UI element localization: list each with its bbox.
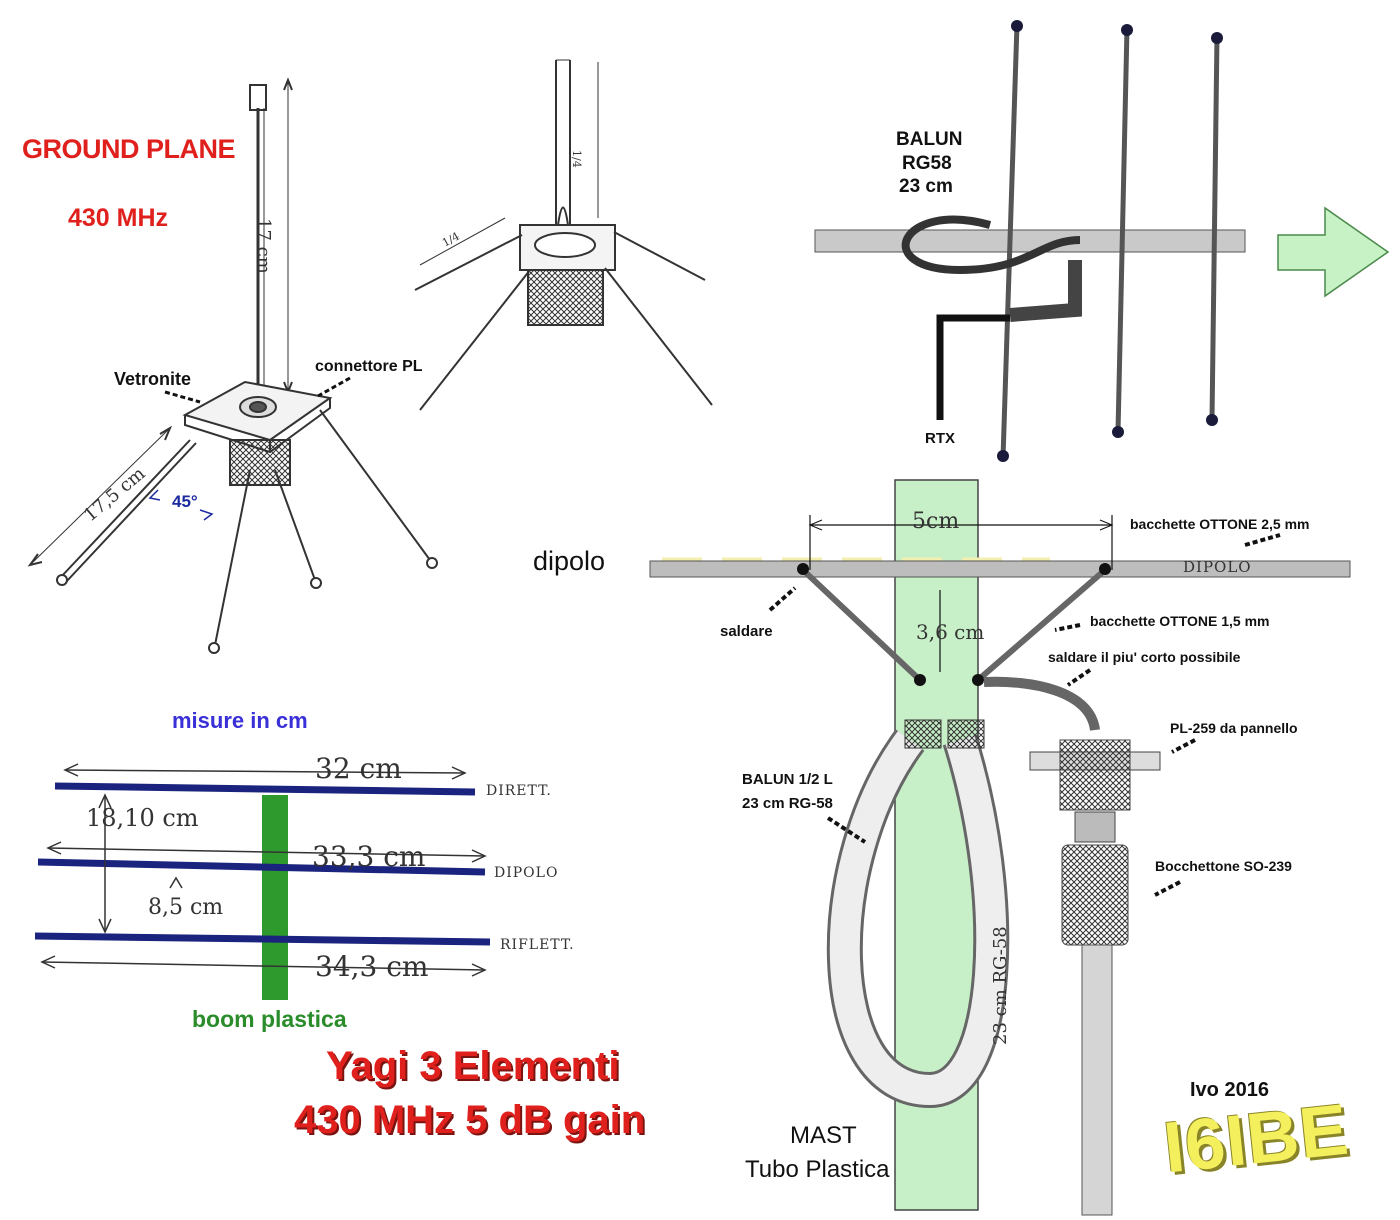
balun-half-wave-label: BALUN 1/2 L: [742, 771, 833, 788]
yagi-measure-drawing: [34, 763, 491, 1000]
so239-body: [527, 269, 604, 326]
author-label: Ivo 2016: [1190, 1079, 1269, 1101]
brass-rod-15-label: bacchette OTTONE 1,5 mm: [1090, 613, 1270, 629]
balun-label-line2: RG58: [902, 153, 952, 174]
balun-label-line1: BALUN: [896, 129, 963, 150]
radial-4: [319, 409, 431, 561]
feed-wire: [983, 676, 1100, 732]
vetronite-pointer: [164, 390, 201, 404]
yagi-photo-sketch: [814, 20, 1390, 462]
director-bar: [54, 782, 476, 796]
radial-1: [59, 439, 191, 579]
yagi-title-line2: 430 MHz 5 dB gain: [294, 1098, 646, 1142]
brass-rod-25-label: bacchette OTTONE 2,5 mm: [1130, 516, 1310, 532]
dipolo-rod-label: DIPOLO: [1183, 558, 1252, 576]
ground-plane-sketch: [27, 77, 438, 654]
driven-element: [1115, 27, 1130, 433]
ground-plane-frequency: 430 MHz: [68, 204, 169, 232]
gp2-radial-1: [414, 234, 523, 291]
solder-short-label: saldare il piu' corto possibile: [1048, 649, 1241, 665]
radial-3: [274, 469, 316, 581]
feed-rod-right: [976, 567, 1107, 683]
coax-down: [1081, 944, 1113, 1216]
gp2-radial-3: [419, 269, 531, 411]
radiator-length-label: 17 cm: [253, 218, 274, 274]
balun-label-line3: 23 cm: [899, 176, 953, 197]
feed-height-dimension: 3,6 cm: [916, 620, 985, 644]
reflector-element: [1000, 23, 1020, 459]
boom-tube: [814, 229, 1246, 253]
radial-angle-label: 45°: [172, 492, 198, 511]
dim-175-line: [29, 427, 171, 566]
so239-connector: [1061, 844, 1129, 946]
director-label: DIRETT.: [486, 783, 552, 799]
balun-coil: [901, 215, 1081, 275]
balun-handwritten-label: 23 cm RG-58: [990, 926, 1011, 1045]
feed-rod-left: [800, 567, 923, 683]
yagi-title-line1: Yagi 3 Elementi: [326, 1044, 620, 1088]
dipole-rod: [649, 560, 1351, 578]
director-length-label: 32 cm: [315, 752, 402, 785]
mast-label: MAST: [790, 1122, 857, 1149]
solder-label: saldare: [720, 623, 773, 640]
reflector-length-label: 34,3 cm: [315, 950, 429, 983]
boom-label: boom plastica: [192, 1006, 347, 1032]
dipole-gap-dimension: 5cm: [912, 509, 960, 534]
director-element: [1209, 35, 1220, 421]
spacing-2-label: 8,5 cm: [148, 895, 224, 920]
pl259-body: [1059, 739, 1131, 811]
dipole-length-label: 33,3 cm: [312, 840, 426, 873]
measures-title: misure in cm: [172, 708, 308, 733]
dipole-label: DIPOLO: [494, 865, 559, 881]
dipole-bar: [37, 858, 486, 876]
pl-connector-body: [229, 439, 291, 486]
rtx-cable: [936, 314, 1010, 420]
quarter-wave-vertical-label: 1/4: [570, 150, 583, 168]
connector-label: connettore PL: [315, 358, 423, 375]
rtx-label: RTX: [925, 430, 955, 447]
spacing-1-label: 18,10 cm: [86, 804, 199, 832]
mast-material-label: Tubo Plastica: [745, 1156, 890, 1183]
gp2-radial-2: [613, 231, 706, 281]
radiator-tip: [249, 84, 267, 111]
dipole-detail: [649, 479, 1351, 1216]
dipolo-title: dipolo: [533, 546, 606, 576]
reflector-bar: [34, 932, 491, 946]
vetronite-label: Vetronite: [114, 369, 192, 389]
ground-plane-title: GROUND PLANE: [22, 134, 236, 164]
ground-plane-sketch-2: [414, 59, 713, 411]
boom-bar: [262, 795, 288, 1000]
arrow-right-icon: [1277, 206, 1390, 298]
balun-cable-label: 23 cm RG-58: [742, 795, 833, 812]
connector-pointer: [317, 376, 351, 398]
pl259-label: PL-259 da pannello: [1170, 720, 1298, 736]
reflector-label: RIFLETT.: [500, 937, 575, 953]
radial-2: [214, 469, 251, 646]
so239-label: Bocchettone SO-239: [1155, 858, 1292, 874]
gp2-radial-4: [604, 267, 713, 406]
